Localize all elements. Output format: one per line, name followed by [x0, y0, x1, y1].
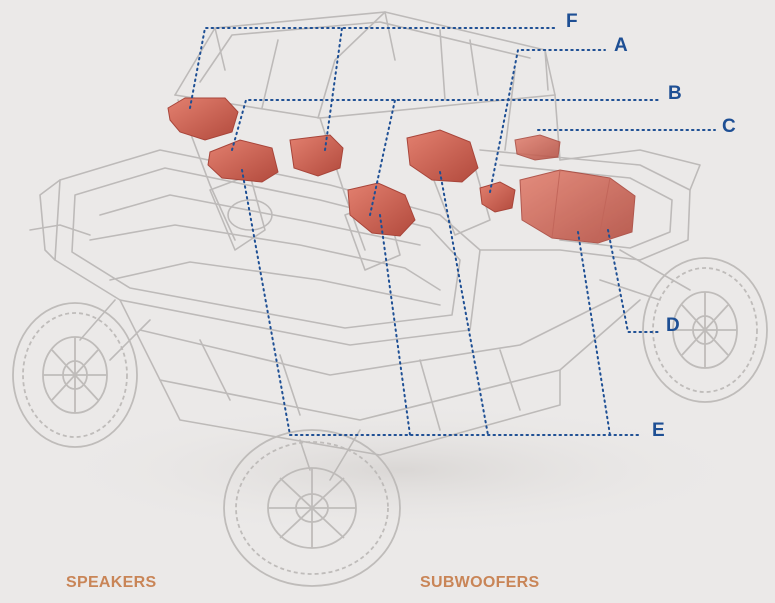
callout-b: B: [668, 84, 682, 103]
subwoofers-label: SUBWOOFERS: [420, 575, 539, 591]
callout-a: A: [614, 36, 628, 55]
leader-e-4: [578, 232, 610, 435]
leader-a: [490, 50, 605, 192]
speaker-pod-e2: [407, 130, 478, 182]
callout-e: E: [652, 421, 665, 440]
audio-components: [168, 98, 635, 243]
wheel-rear-right: [643, 258, 767, 402]
callout-d: D: [666, 316, 680, 335]
speaker-pod-c: [515, 135, 560, 160]
leader-e-1: [242, 170, 290, 435]
callout-c: C: [722, 117, 736, 136]
callout-f: F: [566, 12, 578, 31]
leader-lines: [190, 28, 715, 435]
leader-d: [608, 230, 660, 332]
leader-e-3: [440, 172, 488, 435]
speaker-pod-a: [480, 182, 515, 212]
speaker-pod-f: [168, 98, 238, 140]
wheel-front-left: [13, 303, 137, 447]
speaker-pod-b2: [290, 135, 343, 176]
leader-f-branch: [325, 28, 342, 150]
speakers-label: SPEAKERS: [66, 575, 156, 591]
